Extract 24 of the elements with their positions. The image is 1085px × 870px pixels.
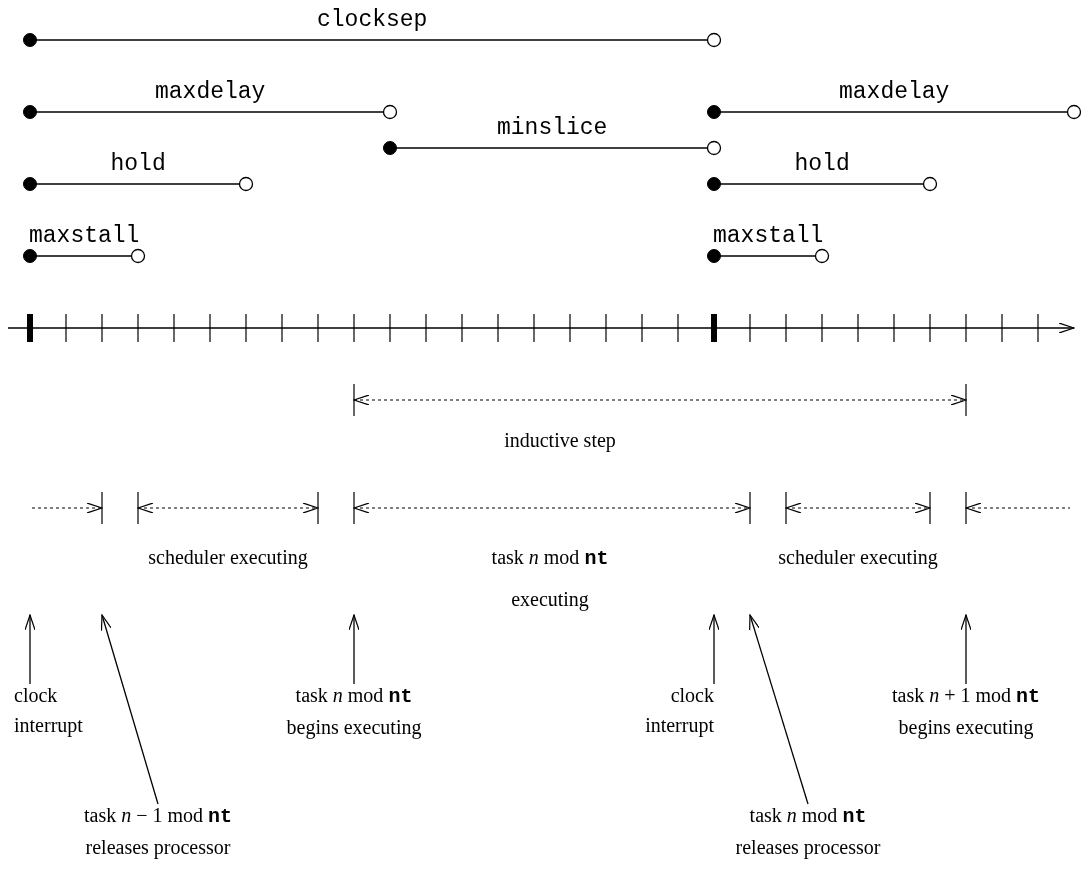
interval-label: maxstall xyxy=(713,222,824,250)
annotation-text: clock interrupt xyxy=(614,680,714,740)
annotation-text: task n + 1 mod nt begins executing xyxy=(884,680,1048,742)
interval-label: maxstall xyxy=(29,222,140,250)
annotation-text: task n − 1 mod nt releases processor xyxy=(78,800,238,862)
leader-arrow xyxy=(708,614,720,685)
interval-label: hold xyxy=(794,150,850,178)
span-label: task n mod nt executing xyxy=(490,545,610,613)
interval-label: minslice xyxy=(497,114,608,142)
annotation-text: task n mod nt begins executing xyxy=(274,680,434,742)
leader-arrow xyxy=(348,614,360,685)
span-label: inductive step xyxy=(503,428,617,454)
span-label: scheduler executing xyxy=(148,545,308,571)
interval-label: maxdelay xyxy=(839,78,950,106)
leader-arrow xyxy=(749,614,809,805)
interval-label: clocksep xyxy=(317,6,428,34)
annotation-text: clock interrupt xyxy=(14,680,114,740)
leader-arrow xyxy=(960,614,972,685)
span-label: scheduler executing xyxy=(778,545,938,571)
interval-label: maxdelay xyxy=(155,78,266,106)
leader-arrow xyxy=(100,614,159,805)
leader-arrow xyxy=(24,614,36,685)
annotation-text: task n mod nt releases processor xyxy=(728,800,888,862)
interval-label: hold xyxy=(110,150,166,178)
